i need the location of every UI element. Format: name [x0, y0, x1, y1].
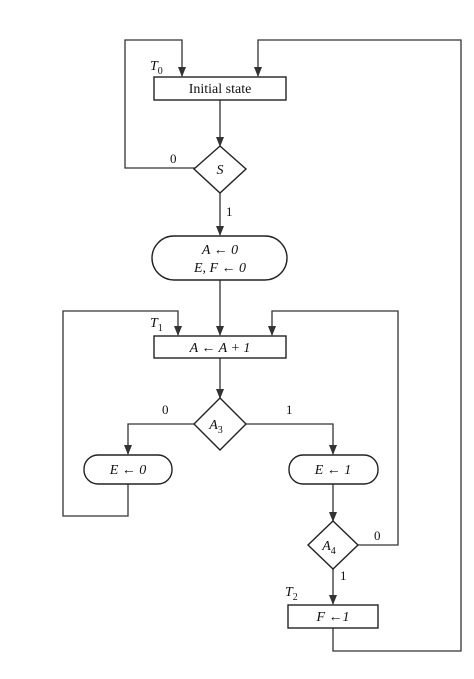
decision-a3-label: A3 — [208, 418, 223, 436]
state-label-t2: T2 — [285, 585, 298, 603]
set-f-box: F ←1 — [287, 604, 379, 629]
initial-state-box: Initial state — [153, 76, 287, 101]
a3-zero-line — [124, 423, 194, 455]
a4-zero-loop-line — [268, 310, 399, 546]
set-f-label: F ←1 — [315, 610, 349, 625]
decision-s-label: S — [217, 163, 224, 178]
decision-a4: A4 — [306, 520, 360, 570]
clear-e-loop-line — [62, 310, 182, 517]
s-zero-loop-line — [124, 39, 195, 169]
initial-state-label: Initial state — [189, 82, 252, 97]
clear-a-label: A ← 0 — [201, 243, 238, 258]
state-label-t0: T0 — [150, 59, 163, 77]
set-f-return-line — [254, 39, 462, 652]
set-e-label: E ← 1 — [314, 463, 352, 478]
state-label-t1: T1 — [150, 316, 163, 334]
a4-one-branch-label: 1 — [340, 568, 347, 583]
decision-a4-label: A4 — [321, 539, 336, 557]
a3-one-line — [246, 423, 337, 455]
clear-e-label: E ← 0 — [109, 463, 147, 478]
clear-ef-label: E, F ← 0 — [193, 261, 246, 276]
s-zero-branch-label: 0 — [170, 151, 177, 166]
decision-s: S — [192, 145, 248, 194]
flow-lines — [62, 39, 462, 652]
s-one-branch-label: 1 — [226, 204, 233, 219]
set-e-box: E ← 1 — [288, 454, 379, 485]
a4-zero-branch-label: 0 — [374, 528, 381, 543]
clear-e-box: E ← 0 — [83, 454, 173, 485]
decision-a3: A3 — [193, 397, 247, 451]
increment-box: A ← A + 1 — [153, 335, 287, 359]
increment-label: A ← A + 1 — [189, 341, 251, 356]
a3-one-branch-label: 1 — [286, 402, 293, 417]
a3-zero-branch-label: 0 — [162, 402, 169, 417]
clear-registers-box: A ← 0 E, F ← 0 — [151, 235, 288, 281]
